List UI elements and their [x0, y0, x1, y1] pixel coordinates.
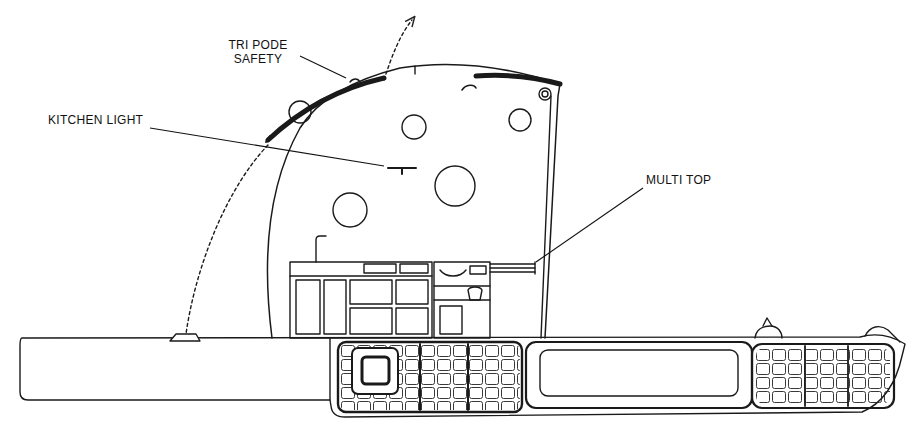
leader-lines [150, 56, 643, 262]
callout-label: TRI PODE SAFETY [218, 38, 298, 66]
callout-label: MULTI TOP [646, 173, 736, 187]
callout-label: KITCHEN LIGHT [48, 113, 158, 127]
